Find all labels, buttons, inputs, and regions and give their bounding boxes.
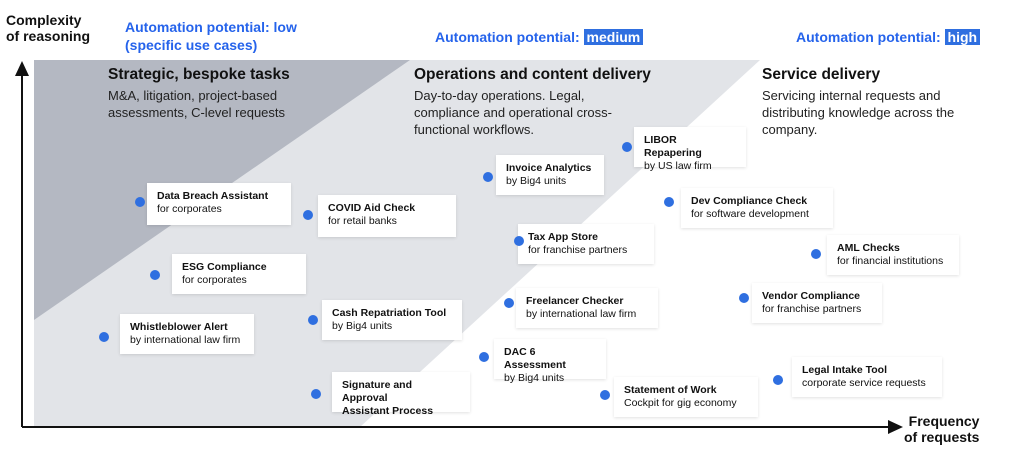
zone-description: Day-to-day operations. Legal, compliance…	[414, 88, 612, 137]
use-case-card-legal-intake: Legal Intake Tool corporate service requ…	[792, 357, 942, 397]
use-case-dot	[479, 352, 489, 362]
use-case-card-dac6: DAC 6 Assessment by Big4 units	[494, 339, 606, 384]
zone-title: Strategic, bespoke tasks	[108, 66, 290, 83]
zone-title: Service delivery	[762, 66, 881, 83]
use-case-dot	[99, 332, 109, 342]
use-case-card-signature-approval: Signature and Approval Assistant Process	[332, 372, 470, 417]
automation-medium-label: Automation potential: medium	[435, 28, 644, 46]
use-case-card-data-breach: Data Breach Assistant for corporates	[147, 183, 291, 225]
use-case-card-freelancer: Freelancer Checker by international law …	[516, 288, 658, 328]
zone-description: Servicing internal requests and distribu…	[762, 88, 955, 137]
zone-title: Operations and content delivery	[414, 66, 651, 83]
use-case-card-statement-of-work: Statement of Work Cockpit for gig econom…	[614, 377, 758, 417]
use-case-dot	[150, 270, 160, 280]
use-case-dot	[739, 293, 749, 303]
use-case-card-dev-compliance: Dev Compliance Check for software develo…	[681, 188, 833, 228]
use-case-card-invoice-analytics: Invoice Analytics by Big4 units	[496, 155, 604, 195]
y-axis-label: Complexity of reasoning	[6, 12, 91, 44]
zone-description: M&A, litigation, project-based assessmen…	[108, 88, 286, 120]
zone-operations: Operations and content delivery Day-to-d…	[414, 66, 651, 138]
use-case-card-covid-aid: COVID Aid Check for retail banks	[318, 195, 456, 237]
x-axis-arrowhead	[888, 420, 903, 434]
y-axis-arrowhead	[15, 61, 29, 76]
use-case-card-cash-repatriation: Cash Repatriation Tool by Big4 units	[322, 300, 462, 340]
use-case-dot	[622, 142, 632, 152]
use-case-dot	[308, 315, 318, 325]
zone-strategic: Strategic, bespoke tasks M&A, litigation…	[108, 66, 290, 121]
use-case-dot	[303, 210, 313, 220]
use-case-dot	[483, 172, 493, 182]
use-case-dot	[773, 375, 783, 385]
use-case-dot	[811, 249, 821, 259]
x-axis-label: Frequency of requests	[904, 413, 980, 445]
use-case-dot	[135, 197, 145, 207]
use-case-dot	[504, 298, 514, 308]
use-case-card-esg: ESG Compliance for corporates	[172, 254, 306, 294]
automation-high-label: Automation potential: high	[796, 28, 981, 46]
use-case-card-vendor-compliance: Vendor Compliance for franchise partners	[752, 283, 882, 323]
use-case-card-libor: LIBOR Repapering by US law firm	[634, 127, 746, 172]
use-case-dot	[664, 197, 674, 207]
use-case-dot	[514, 236, 524, 246]
zone-service: Service delivery Servicing internal requ…	[762, 66, 954, 138]
use-case-card-aml: AML Checks for financial institutions	[827, 235, 959, 275]
use-case-dot	[311, 389, 321, 399]
automation-low-label: Automation potential: low (specific use …	[125, 19, 297, 53]
use-case-dot	[600, 390, 610, 400]
use-case-card-whistleblower: Whistleblower Alert by international law…	[120, 314, 254, 354]
use-case-card-tax-app-store: Tax App Store for franchise partners	[518, 224, 654, 264]
